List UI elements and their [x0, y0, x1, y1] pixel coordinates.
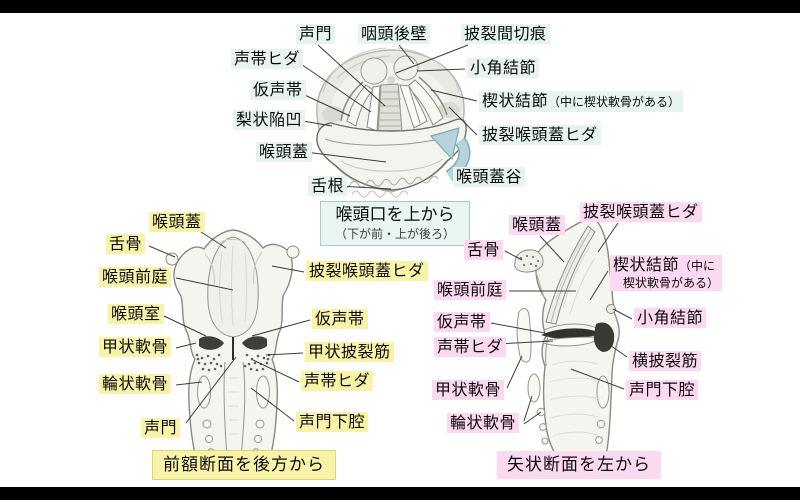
front-label-aryepiglottic-fold: 披裂喉頭蓋ヒダ — [306, 261, 428, 281]
sagittal-label-cuneiform-tubercle: 楔状結節（中に楔状軟骨がある） — [610, 255, 723, 291]
front-label-thyroarytenoid-muscle: 甲状披裂筋 — [305, 342, 394, 362]
top-figure-title-main: 喉頭口を上から — [335, 205, 455, 225]
front-figure-caption: 前額断面を後方から — [152, 450, 336, 480]
sagittal-label-corniculate-tubercle: 小角結節 — [634, 308, 707, 328]
sagittal-label-cricoid-cartilage: 輪状軟骨 — [447, 413, 520, 433]
leader-line — [185, 356, 237, 424]
leader-line — [448, 106, 478, 136]
leader-line — [597, 222, 619, 253]
top-label-interarytenoid-notch: 披裂間切痕 — [461, 24, 550, 44]
sagittal-label-thyroid-cartilage: 甲状軟骨 — [432, 380, 505, 400]
front-label-thyroid-cartilage: 甲状軟骨 — [99, 337, 172, 357]
top-label-corniculate-tubercle: 小角結節 — [467, 58, 540, 78]
leader-line — [200, 231, 227, 249]
top-label-posterior-pharyngeal-wall: 咽頭後壁 — [358, 24, 431, 44]
leader-line — [416, 68, 466, 72]
front-label-epiglottis: 喉頭蓋 — [149, 212, 205, 232]
sagittal-figure-caption: 矢状断面を左から — [497, 451, 661, 479]
top-label-aryepiglottic-fold: 披裂喉頭蓋ヒダ — [479, 125, 601, 145]
sagittal-label-aryepiglottic-fold: 披裂喉頭蓋ヒダ — [580, 202, 702, 222]
leader-line — [523, 411, 542, 425]
leader-line — [148, 245, 176, 258]
laryngeal-inlet-sketch — [316, 47, 467, 198]
leader-line — [490, 322, 546, 334]
leader-line — [250, 387, 295, 422]
leader-line — [317, 44, 386, 107]
leader-line — [504, 250, 523, 261]
front-label-infraglottic-cavity: 声門下腔 — [296, 412, 369, 432]
top-figure-title-sub: （下が前・上が後ろ） — [334, 227, 455, 241]
frontal-section-sketch — [165, 229, 300, 459]
front-label-hyoid-bone: 舌骨 — [106, 234, 146, 254]
top-label-glottis: 声門 — [296, 24, 336, 44]
leader-line — [539, 235, 565, 263]
leader-line — [338, 185, 392, 190]
leader-line — [252, 359, 300, 383]
leader-line — [570, 368, 625, 390]
leader-line — [430, 89, 478, 102]
sagittal-label-hyoid-bone: 舌骨 — [464, 240, 504, 260]
leader-line — [589, 270, 609, 301]
top-label-vocal-fold: 声帯ヒダ — [231, 49, 304, 69]
leader-line — [271, 265, 305, 273]
leader-line — [304, 151, 387, 163]
top-label-false-vocal-fold: 仮声帯 — [250, 80, 306, 100]
leader-line — [606, 342, 628, 358]
sagittal-label-transverse-arytenoid-muscle: 横披裂筋 — [629, 351, 702, 371]
leader-line — [163, 315, 207, 337]
leader-line — [175, 277, 234, 291]
front-label-laryngeal-ventricle: 喉頭室 — [108, 304, 164, 324]
flip-arrow-icon — [429, 127, 471, 181]
letterbox-bottom — [0, 487, 800, 500]
leader-line — [496, 340, 554, 345]
leader-line — [265, 352, 304, 356]
sagittal-label-vocal-fold: 声帯ヒダ — [434, 337, 507, 357]
top-label-piriform-recess: 梨状陥凹 — [233, 110, 306, 130]
leader-line — [395, 44, 469, 74]
leader-line — [612, 308, 633, 320]
top-figure-title: 喉頭口を上から （下が前・上が後ろ） — [320, 201, 470, 246]
leader-line — [251, 319, 311, 337]
sagittal-label-infraglottic-cavity: 声門下腔 — [626, 380, 699, 400]
front-label-cricoid-cartilage: 輪状軟骨 — [99, 374, 172, 394]
leader-line — [506, 355, 523, 389]
leader-line — [175, 342, 197, 349]
sagittal-label-epiglottis: 喉頭蓋 — [509, 215, 565, 235]
leader-line — [175, 381, 203, 386]
leader-line — [398, 44, 415, 65]
front-label-false-vocal-fold: 仮声帯 — [312, 309, 368, 329]
sagittal-label-false-vocal-fold: 仮声帯 — [434, 312, 490, 332]
sagittal-label-laryngeal-vestibule: 喉頭前庭 — [434, 280, 507, 300]
leader-lines — [148, 44, 633, 425]
letterbox-top — [0, 0, 800, 13]
front-label-vocal-fold: 声帯ヒダ — [301, 371, 374, 391]
top-label-epiglottis: 喉頭蓋 — [256, 142, 312, 162]
front-label-laryngeal-vestibule: 喉頭前庭 — [99, 267, 172, 287]
top-label-epiglottic-vallecula: 喉頭蓋谷 — [453, 167, 526, 187]
leader-line — [523, 395, 533, 422]
top-label-tongue-root: 舌根 — [308, 176, 348, 196]
sagittal-section-sketch — [514, 217, 620, 462]
front-label-glottis: 声門 — [141, 418, 181, 438]
leader-line — [294, 59, 372, 113]
top-label-cuneiform-tubercle: 楔状結節（中に楔状軟骨がある） — [479, 91, 684, 112]
